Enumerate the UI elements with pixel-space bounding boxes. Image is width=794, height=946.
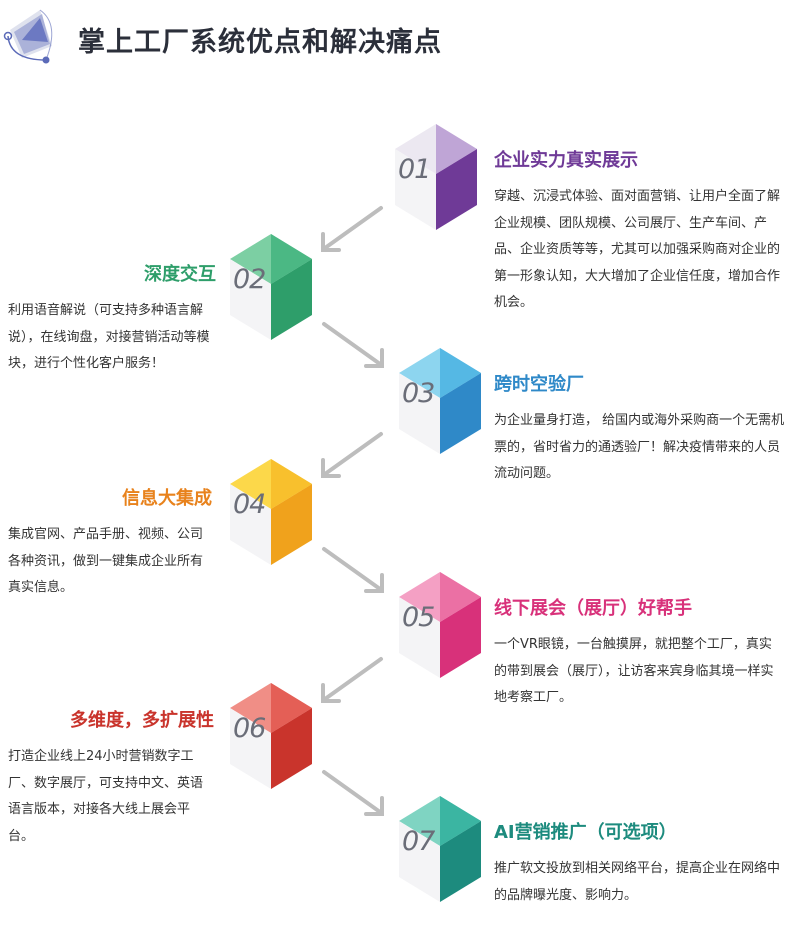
- cube-icon-06: [230, 683, 312, 789]
- feature-text: 一个VR眼镜，一台触摸屏，就把整个工厂，真实的带到展会（展厅），让访客来宾身临其…: [494, 637, 774, 705]
- feature-text: 为企业量身打造， 给国内或海外采购商一个无需机票的，省时省力的通透验厂！解决疫情…: [494, 413, 785, 481]
- feature-text: 打造企业线上24小时营销数字工厂、数字展厅，可支持中文、英语语言版本，对接各大线…: [8, 749, 204, 844]
- arrow-icon: [322, 547, 384, 593]
- feature-block-04: 信息大集成 集成官网、产品手册、视频、公司各种资讯，做到一键集成企业所有真实信息…: [8, 484, 212, 602]
- cube-icon-04: [230, 459, 312, 565]
- arrow-icon: [322, 322, 384, 368]
- feature-block-02: 深度交互 利用语音解说（可支持多种语言解说），在线询盘，对接营销活动等模块，进行…: [8, 260, 216, 378]
- logo-icon: [3, 9, 53, 64]
- feature-title: 信息大集成: [122, 488, 212, 509]
- feature-title: 跨时空验厂: [494, 374, 584, 395]
- feature-block-07: AI营销推广（可选项） 推广软文投放到相关网络平台，提高企业在网络中的品牌曝光度…: [494, 818, 784, 909]
- feature-title: 多维度，多扩展性: [70, 710, 214, 731]
- feature-text: 集成官网、产品手册、视频、公司各种资讯，做到一键集成企业所有真实信息。: [8, 527, 204, 595]
- cube-icon-03: [399, 348, 481, 454]
- feature-block-01: 企业实力真实展示 穿越、沉浸式体验、面对面营销、让用户全面了解企业规模、团队规模…: [494, 146, 792, 317]
- cube-icon-01: [395, 124, 477, 230]
- feature-title: 深度交互: [144, 264, 216, 285]
- feature-text: 推广软文投放到相关网络平台，提高企业在网络中的品牌曝光度、影响力。: [494, 861, 781, 903]
- feature-title: AI营销推广（可选项）: [494, 822, 677, 843]
- feature-block-06: 多维度，多扩展性 打造企业线上24小时营销数字工厂、数字展厅，可支持中文、英语语…: [8, 706, 214, 850]
- cube-icon-05: [399, 572, 481, 678]
- arrow-icon: [321, 657, 383, 703]
- feature-block-05: 线下展会（展厅）好帮手 一个VR眼镜，一台触摸屏，就把整个工厂，真实的带到展会（…: [494, 594, 784, 712]
- cube-icon-02: [230, 234, 312, 340]
- feature-title: 线下展会（展厅）好帮手: [494, 598, 692, 619]
- feature-block-03: 跨时空验厂 为企业量身打造， 给国内或海外采购商一个无需机票的，省时省力的通透验…: [494, 370, 790, 488]
- arrow-icon: [321, 432, 383, 478]
- feature-text: 利用语音解说（可支持多种语言解说），在线询盘，对接营销活动等模块，进行个性化客户…: [8, 303, 210, 371]
- feature-text: 穿越、沉浸式体验、面对面营销、让用户全面了解企业规模、团队规模、公司展厅、生产车…: [494, 189, 781, 310]
- arrow-icon: [322, 770, 384, 816]
- arrow-icon: [321, 206, 383, 252]
- cube-icon-07: [399, 796, 481, 902]
- feature-title: 企业实力真实展示: [494, 150, 638, 171]
- page-title: 掌上工厂系统优点和解决痛点: [78, 27, 442, 58]
